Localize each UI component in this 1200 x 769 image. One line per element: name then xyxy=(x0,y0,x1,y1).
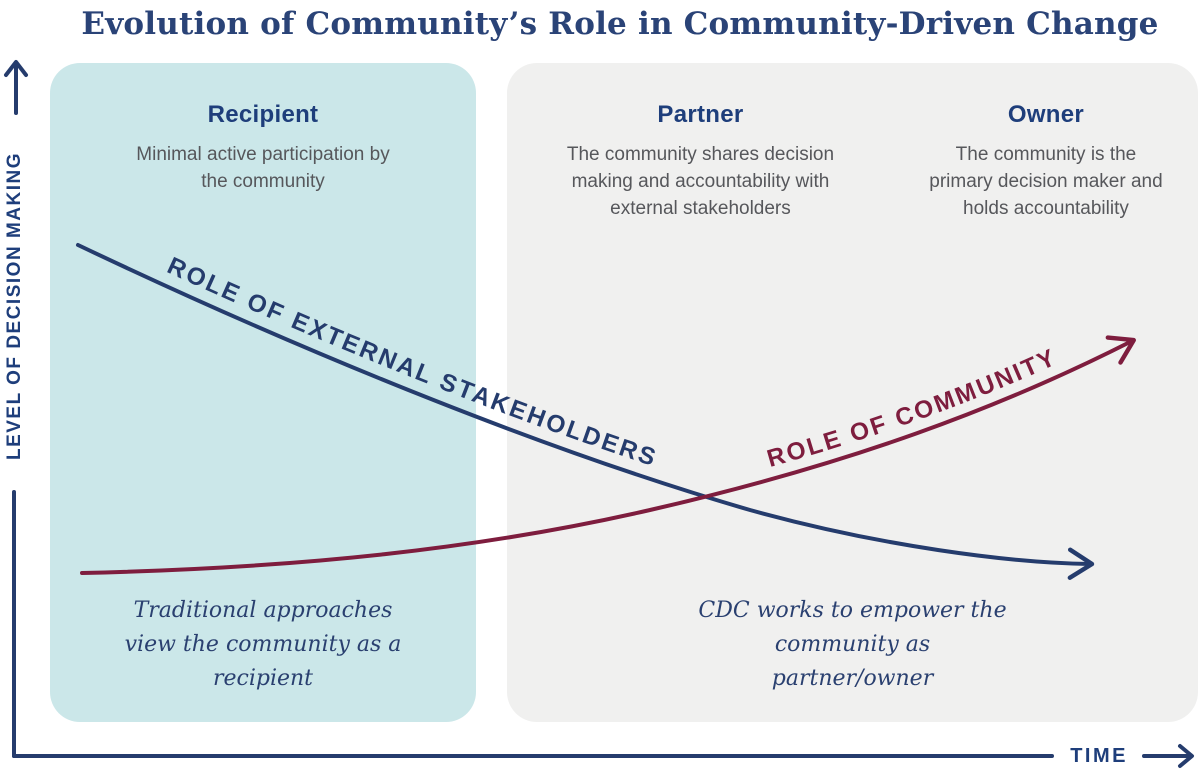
y-axis-label: LEVEL OF DECISION MAKING xyxy=(4,152,25,461)
stage-description-owner: The community is the primary decision ma… xyxy=(929,144,1163,219)
stage-heading-partner: Partner xyxy=(657,101,744,128)
stage-description-recipient: Minimal active participation by the comm… xyxy=(136,144,390,192)
stage-owner: Owner The community is the primary decis… xyxy=(894,63,1198,222)
y-axis-arrow-icon xyxy=(4,60,28,115)
diagram-title: Evolution of Community’s Role in Communi… xyxy=(81,6,1159,42)
x-axis: TIME xyxy=(12,743,1196,769)
recipient-panel: Recipient Minimal active participation b… xyxy=(50,63,476,722)
stage-heading-owner: Owner xyxy=(1007,101,1085,128)
stage-recipient: Recipient Minimal active participation b… xyxy=(50,63,476,195)
stage-description-partner: The community shares decision making and… xyxy=(566,144,835,219)
stage-partner: Partner The community shares decision ma… xyxy=(507,63,894,222)
partner-owner-note: CDC works to empower the community as pa… xyxy=(698,598,1007,691)
x-axis-arrow-icon xyxy=(1142,744,1194,768)
x-axis-line xyxy=(12,754,1055,758)
x-axis-label: TIME xyxy=(1070,744,1128,767)
y-axis-line xyxy=(12,490,16,758)
stage-heading-recipient: Recipient xyxy=(207,101,319,128)
recipient-note: Traditional approaches view the communit… xyxy=(124,598,402,691)
partner-owner-panel: Partner The community shares decision ma… xyxy=(507,63,1198,722)
